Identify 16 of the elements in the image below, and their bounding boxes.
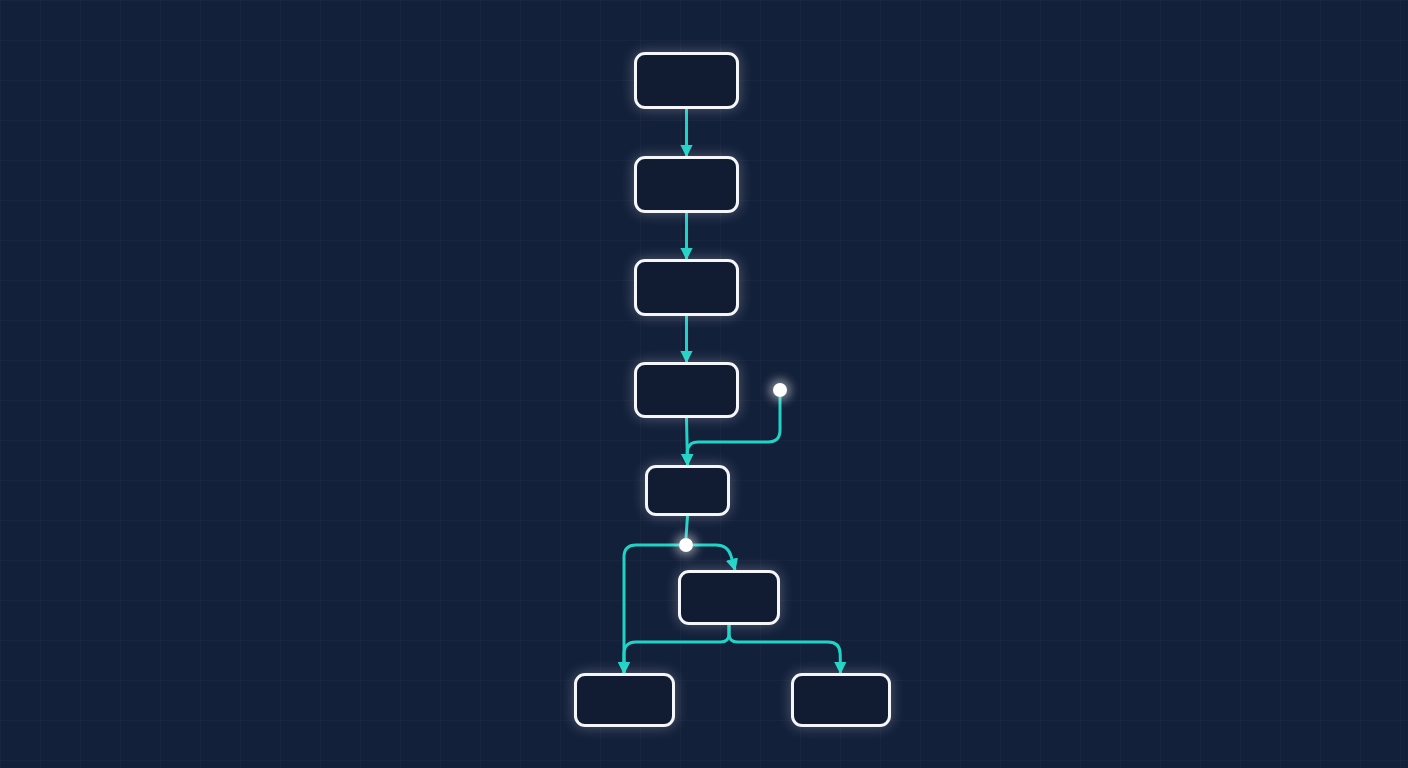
arrow	[680, 213, 693, 261]
process-box	[634, 259, 739, 316]
process-box	[634, 156, 739, 213]
arrow	[680, 109, 693, 158]
arrow	[680, 397, 782, 467]
process-box	[791, 673, 891, 727]
process-box	[634, 52, 739, 109]
arrow	[693, 543, 738, 572]
process-box	[574, 673, 675, 727]
process-box	[634, 362, 739, 418]
arrow	[680, 316, 693, 364]
process-box	[645, 465, 730, 516]
process-box	[678, 570, 780, 625]
glowing-dot	[679, 538, 693, 552]
glowing-dot	[773, 383, 787, 397]
arrow	[727, 625, 847, 675]
